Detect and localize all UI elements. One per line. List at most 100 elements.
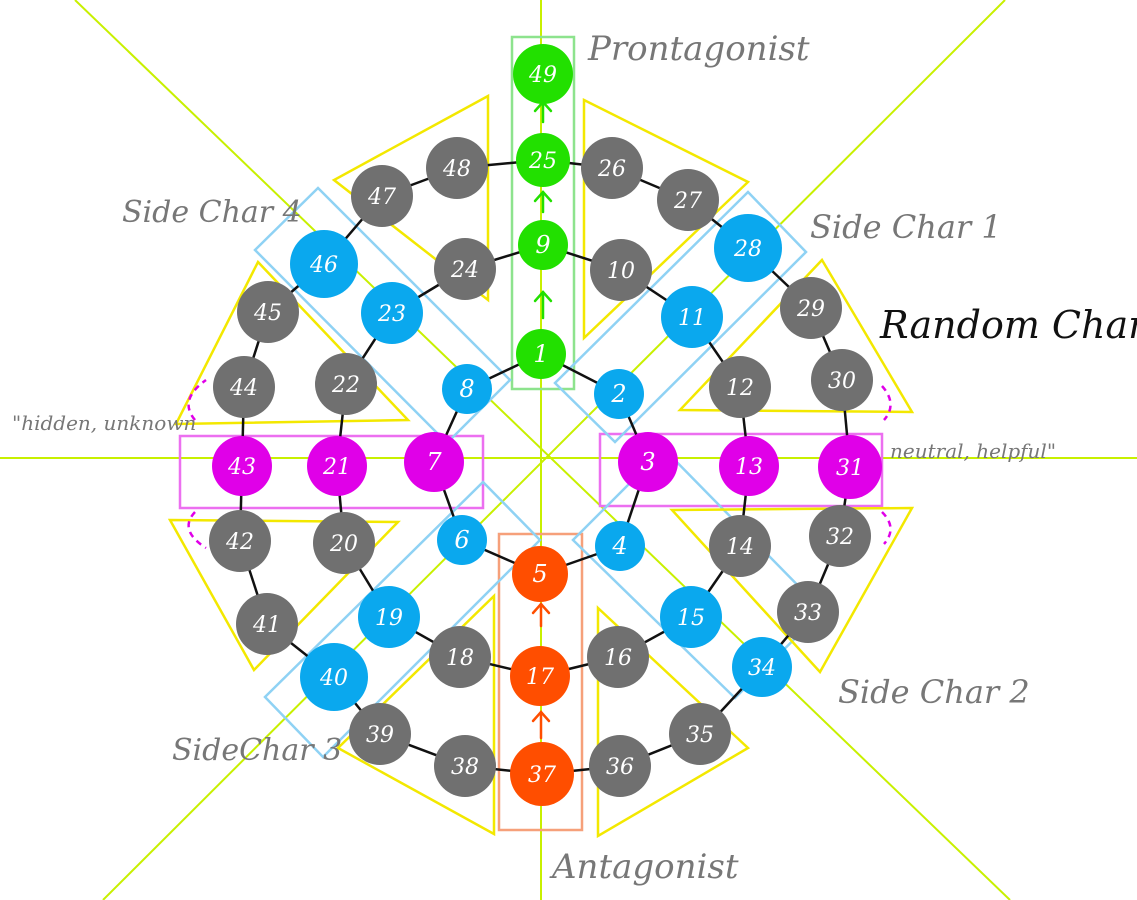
node-label: 2 xyxy=(610,380,626,408)
node-circle xyxy=(290,230,358,298)
character-node: 39 xyxy=(349,703,411,765)
node-circle xyxy=(587,626,649,688)
character-node: 30 xyxy=(811,349,873,411)
node-circle xyxy=(300,643,368,711)
arrow-head xyxy=(531,710,551,723)
character-node: 35 xyxy=(669,703,731,765)
node-circle xyxy=(349,703,411,765)
character-node: 27 xyxy=(657,169,719,231)
node-label: 1 xyxy=(533,340,548,368)
node-label: 25 xyxy=(528,149,557,174)
node-label: 38 xyxy=(451,755,479,780)
random-chars-triangle xyxy=(669,506,915,675)
character-node: 6 xyxy=(437,515,487,565)
node-circle xyxy=(361,282,423,344)
random-chars-triangle xyxy=(582,97,751,341)
node-label: 33 xyxy=(794,601,822,626)
node-circle xyxy=(777,581,839,643)
node-circle xyxy=(315,353,377,415)
node-label: 22 xyxy=(331,373,360,398)
node-circle xyxy=(780,277,842,339)
node-circle xyxy=(510,742,574,806)
node-circle xyxy=(594,369,644,419)
node-circle xyxy=(351,165,413,227)
node-circle xyxy=(595,521,645,571)
character-node: 41 xyxy=(236,593,298,655)
node-circle xyxy=(307,436,367,496)
protagonist-label: Prontagonist xyxy=(587,29,810,69)
side-char-3-label: SideChar 3 xyxy=(172,733,342,768)
character-node: 17 xyxy=(510,646,570,706)
character-node: 46 xyxy=(290,230,358,298)
node-circle xyxy=(212,436,272,496)
node-circle xyxy=(236,593,298,655)
character-node: 21 xyxy=(307,436,367,496)
node-circle xyxy=(516,329,566,379)
node-circle xyxy=(434,238,496,300)
character-node: 12 xyxy=(709,356,771,418)
node-label: 3 xyxy=(640,448,655,476)
random-chars-triangle xyxy=(331,93,490,303)
character-node: 32 xyxy=(809,505,871,567)
node-label: 6 xyxy=(454,526,469,554)
progression-arrows xyxy=(531,100,553,740)
curl-mark xyxy=(187,378,207,421)
random-chars-triangle xyxy=(677,257,915,414)
node-label: 49 xyxy=(528,63,557,88)
curl-mark xyxy=(881,385,892,421)
character-node: 5 xyxy=(512,546,568,602)
node-circle xyxy=(518,220,568,270)
neutral-box xyxy=(598,432,884,508)
node-label: 42 xyxy=(225,530,254,555)
node-circle xyxy=(209,510,271,572)
node-circle xyxy=(434,735,496,797)
character-node: 25 xyxy=(516,133,570,187)
character-nodes: 1234567891011121314151617181920212223242… xyxy=(209,44,882,806)
node-circle xyxy=(429,626,491,688)
node-circle xyxy=(358,586,420,648)
node-label: 18 xyxy=(446,646,474,671)
node-label: 34 xyxy=(748,656,776,681)
node-label: 39 xyxy=(366,723,394,748)
node-circle xyxy=(818,435,882,499)
node-label: 12 xyxy=(726,376,754,401)
character-node: 11 xyxy=(661,286,723,348)
character-node: 45 xyxy=(237,281,299,343)
side-char-box xyxy=(263,480,542,759)
node-circle xyxy=(660,586,722,648)
character-node: 38 xyxy=(434,735,496,797)
character-node: 18 xyxy=(429,626,491,688)
node-label: 16 xyxy=(604,646,632,671)
node-label: 20 xyxy=(329,532,358,557)
character-node: 16 xyxy=(587,626,649,688)
node-label: 46 xyxy=(309,253,338,278)
character-node: 4 xyxy=(595,521,645,571)
character-node: 43 xyxy=(212,436,272,496)
node-label: 36 xyxy=(606,755,634,780)
node-circle xyxy=(618,432,678,492)
node-label: 30 xyxy=(828,369,856,394)
random-chars-triangle xyxy=(596,605,751,839)
node-label: 11 xyxy=(678,306,706,331)
character-node: 20 xyxy=(313,512,375,574)
character-node: 23 xyxy=(361,282,423,344)
node-label: 45 xyxy=(253,301,282,326)
node-label: 43 xyxy=(227,455,256,480)
character-node: 24 xyxy=(434,238,496,300)
node-label: 9 xyxy=(535,231,550,259)
node-label: 19 xyxy=(375,606,403,631)
node-label: 21 xyxy=(322,455,351,480)
node-label: 44 xyxy=(229,376,258,401)
node-label: 4 xyxy=(611,532,627,560)
hidden-box xyxy=(178,434,485,510)
node-label: 47 xyxy=(367,185,396,210)
node-label: 24 xyxy=(450,258,479,283)
node-circle xyxy=(811,349,873,411)
node-circle xyxy=(732,637,792,697)
character-node: 9 xyxy=(518,220,568,270)
node-label: 41 xyxy=(252,613,281,638)
node-label: 14 xyxy=(726,535,754,560)
node-label: 48 xyxy=(442,157,471,182)
node-circle xyxy=(510,646,570,706)
character-node: 19 xyxy=(358,586,420,648)
